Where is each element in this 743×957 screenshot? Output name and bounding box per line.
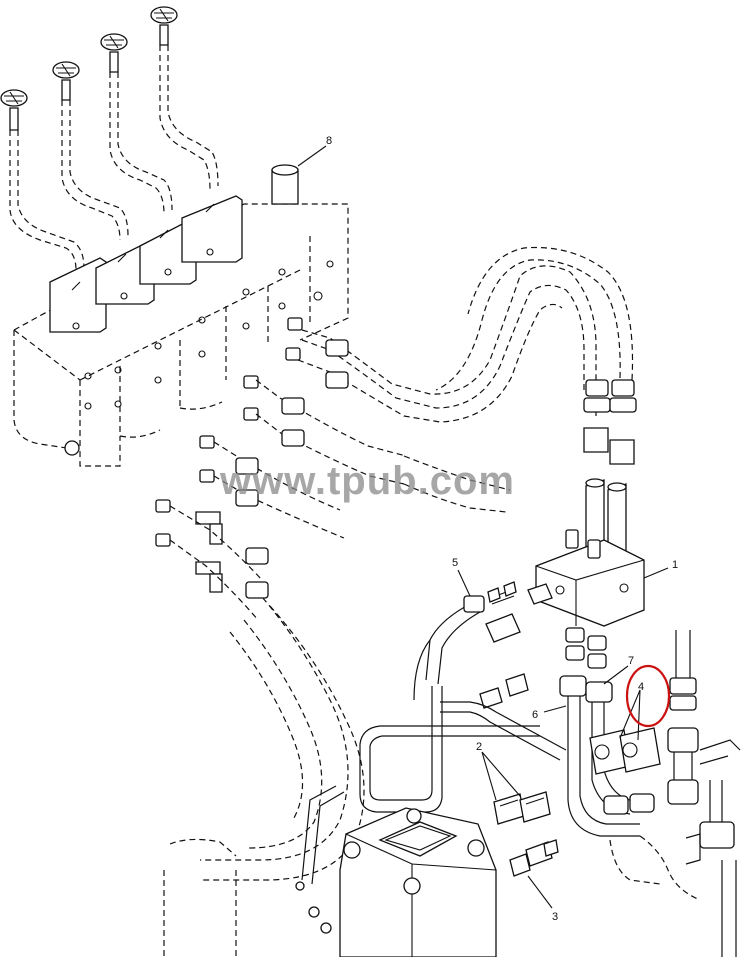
- highlight-circle: [625, 664, 671, 728]
- callout-4: 4: [638, 681, 644, 693]
- control-levers: [0, 6, 219, 271]
- fitting-item-3: [509, 839, 559, 877]
- right-tubes: [609, 630, 741, 957]
- callout-labels: 8 1 2 3 4 5 6 7: [326, 135, 678, 923]
- flow-divider-valve: [527, 478, 645, 627]
- fitting-item-2: [493, 791, 551, 825]
- hose-assemblies: [559, 675, 661, 837]
- hose-bundle: [163, 265, 597, 957]
- callout-3: 3: [552, 911, 558, 923]
- steel-tubes: [301, 686, 567, 885]
- callout-6: 6: [532, 709, 538, 721]
- callout-7: 7: [628, 655, 634, 667]
- upper-hoses: [435, 246, 637, 465]
- callout-8: 8: [326, 135, 332, 147]
- spool-blocks: [49, 195, 243, 333]
- lever-1: [0, 89, 85, 271]
- bank-fittings: [155, 317, 303, 593]
- elbow-fittings: [589, 727, 661, 815]
- lower-block-fittings: [565, 627, 607, 669]
- callout-2: 2: [476, 741, 482, 753]
- hose-item-5: [413, 581, 529, 709]
- tee-fittings: [195, 511, 223, 593]
- relief-valve-cap: [271, 164, 299, 205]
- callout-1: 1: [672, 559, 678, 571]
- lever-2: [52, 61, 129, 241]
- valve-bank: [13, 164, 349, 467]
- callout-5: 5: [452, 557, 458, 569]
- lever-3: [100, 33, 173, 215]
- pump-tank-body: [295, 807, 497, 957]
- lever-4: [150, 6, 219, 191]
- port-holes: [64, 260, 334, 456]
- watermark-text: www.tpub.com: [219, 459, 515, 503]
